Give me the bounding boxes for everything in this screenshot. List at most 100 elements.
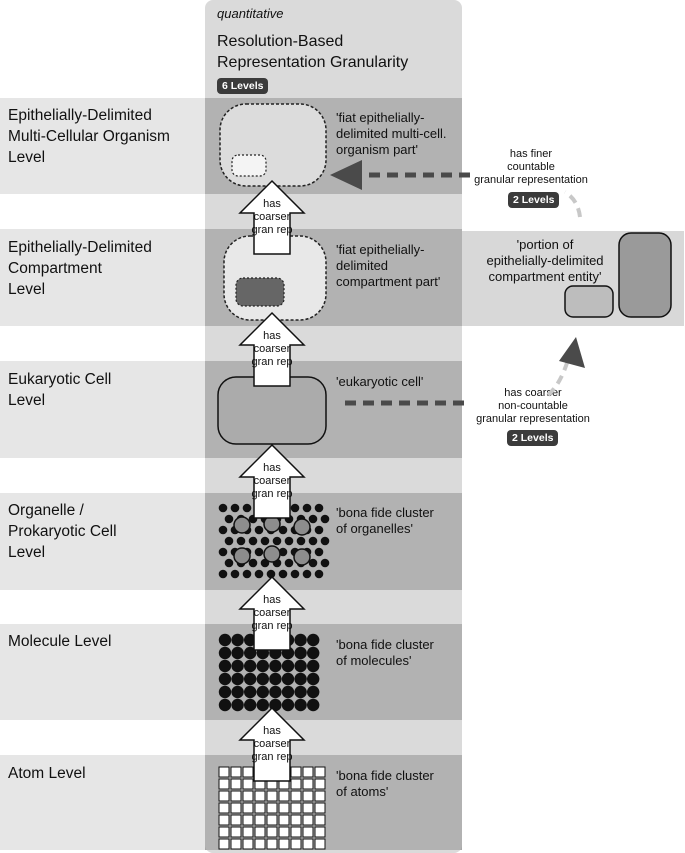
quote-atom-1: 'bona fide cluster: [336, 768, 434, 783]
atom-square: [278, 814, 290, 826]
atom-square: [302, 838, 314, 850]
level-name-molecule: Molecule Level: [8, 633, 112, 650]
organelle-dot: [248, 558, 258, 568]
arrow-label-line: gran rep: [251, 620, 293, 632]
organelle-dot: [266, 569, 276, 579]
atom-square: [218, 826, 230, 838]
organelle-dot: [284, 558, 294, 568]
coarser-label-3: granular representation: [476, 413, 590, 425]
molecule-dot: [218, 659, 232, 673]
organelle-dot: [296, 536, 306, 546]
molecule-dot: [307, 698, 320, 712]
level-name-compartment-1: Epithelially-Delimited: [8, 239, 152, 256]
molecule-dot: [281, 685, 295, 699]
eukaryotic-cell-shape: [217, 376, 327, 445]
organelle-dot: [314, 503, 324, 513]
organelle-dot: [254, 569, 264, 579]
atom-square: [290, 778, 302, 790]
molecule-dot: [244, 698, 257, 712]
organelle-dot: [320, 536, 330, 546]
organelle-dot: [314, 525, 324, 535]
atom-square: [266, 790, 278, 802]
header-title-line2: Representation Granularity: [217, 54, 409, 71]
header-subtitle: quantitative: [217, 6, 284, 21]
molecule-dot: [218, 646, 232, 660]
arrow-label-line: gran rep: [251, 356, 293, 368]
organelle-dot: [254, 547, 264, 557]
coarser-levels-badge: 2 Levels: [507, 430, 559, 446]
level-name-organelle-1: Organelle /: [8, 502, 84, 519]
molecule-dot: [256, 659, 269, 673]
atom-square: [290, 790, 302, 802]
atom-square: [278, 790, 290, 802]
arrow-label-line: has: [263, 330, 281, 342]
arrow-label-line: gran rep: [251, 751, 293, 763]
organelle-dot: [218, 503, 228, 513]
atom-square: [254, 790, 266, 802]
atom-square: [302, 814, 314, 826]
atom-square: [254, 814, 266, 826]
atom-square: [242, 826, 254, 838]
quote-compartment-2: delimited: [336, 258, 389, 273]
organelle-dot: [290, 503, 300, 513]
quote-cell: 'eukaryotic cell': [336, 374, 424, 389]
organelle-dot: [224, 536, 234, 546]
side-portion-3: compartment entity': [488, 269, 602, 284]
organelle-dot: [278, 547, 288, 557]
atom-square: [290, 802, 302, 814]
finer-levels-badge: 2 Levels: [508, 192, 560, 208]
atom-square: [314, 802, 326, 814]
quote-organism-2: delimited multi-cell.: [336, 126, 447, 141]
arrow-label-line: gran rep: [251, 488, 293, 500]
level-name-organism-3: Level: [8, 149, 46, 166]
organelle-dot: [308, 536, 318, 546]
atom-square: [290, 766, 302, 778]
organelle-dot: [284, 536, 294, 546]
header-title-line1: Resolution-Based: [217, 33, 344, 50]
atom-square: [278, 802, 290, 814]
arrow-label-line: gran rep: [251, 224, 293, 236]
organelle-circle: [293, 548, 311, 566]
arrow-label-line: has: [263, 725, 281, 737]
atom-square: [314, 826, 326, 838]
molecule-dot: [231, 659, 244, 673]
atom-square: [266, 802, 278, 814]
molecule-dot: [294, 685, 307, 699]
up-arrow: [238, 311, 306, 387]
side-portion-2: epithelially-delimited: [486, 253, 604, 268]
molecule-dot: [244, 672, 257, 686]
organelle-dot: [224, 514, 234, 524]
atom-square: [254, 826, 266, 838]
molecule-dot: [307, 659, 320, 673]
quote-organelle-1: 'bona fide cluster: [336, 505, 434, 520]
organelle-dot: [254, 525, 264, 535]
arrow-label-line: coarser: [253, 211, 291, 223]
organelle-dot: [320, 514, 330, 524]
compartment-inner-part-shape: [235, 277, 285, 307]
coarser-connector-curve: [546, 359, 570, 397]
coarser-arrow-head: [559, 337, 585, 368]
atom-square: [242, 766, 254, 778]
organelle-dot: [218, 569, 228, 579]
quote-organism-1: 'fiat epithelially-: [336, 110, 425, 125]
molecule-dot: [218, 698, 232, 712]
arrow-label-line: has: [263, 198, 281, 210]
side-compartment-small-shape: [564, 285, 614, 318]
levels-badge: 6 Levels: [217, 78, 269, 94]
atom-square: [230, 766, 242, 778]
arrow-label-line: has: [263, 462, 281, 474]
level-name-compartment-2: Compartment: [8, 260, 102, 277]
molecule-dot: [244, 685, 257, 699]
atom-square: [242, 838, 254, 850]
molecule-dot: [294, 659, 307, 673]
quote-compartment-3: compartment part': [336, 274, 441, 289]
atom-square: [218, 838, 230, 850]
molecule-dot: [231, 672, 244, 686]
molecule-dot: [218, 685, 232, 699]
organelle-dot: [242, 569, 252, 579]
quote-compartment-1: 'fiat epithelially-: [336, 242, 425, 257]
quote-molecule-2: of molecules': [336, 653, 412, 668]
molecule-dot: [244, 659, 257, 673]
molecule-dot: [294, 633, 307, 647]
atom-square: [302, 778, 314, 790]
